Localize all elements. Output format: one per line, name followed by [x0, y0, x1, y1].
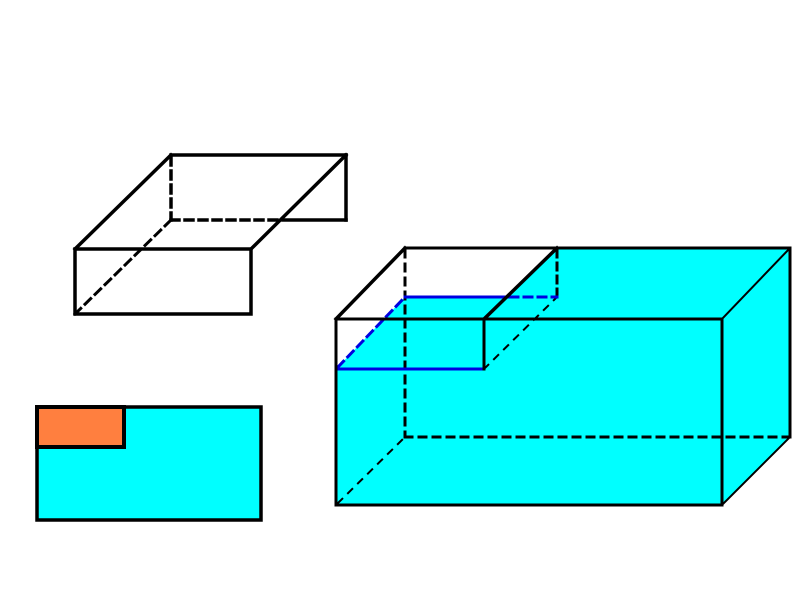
tank-bottom-right [720, 435, 792, 507]
block-top-right [481, 245, 560, 322]
tank-front-face [334, 317, 724, 507]
tank-top-right [720, 246, 792, 321]
water-line-left-hidden [335, 294, 408, 370]
box-front-face [73, 247, 253, 316]
tank-air-region [336, 248, 557, 369]
tank-hidden-diagonal [336, 435, 407, 505]
tank-water-fill [336, 248, 790, 505]
cross-section [35, 405, 263, 522]
open-box [72, 152, 349, 317]
box-top-right [248, 152, 349, 252]
box-hidden-edge-diagonal [72, 217, 174, 317]
block-hidden-diagonal [482, 295, 559, 371]
cross-section-block [35, 405, 126, 449]
water-tank [333, 245, 792, 507]
tank-top-left [333, 245, 408, 322]
box-top-left [72, 152, 174, 252]
